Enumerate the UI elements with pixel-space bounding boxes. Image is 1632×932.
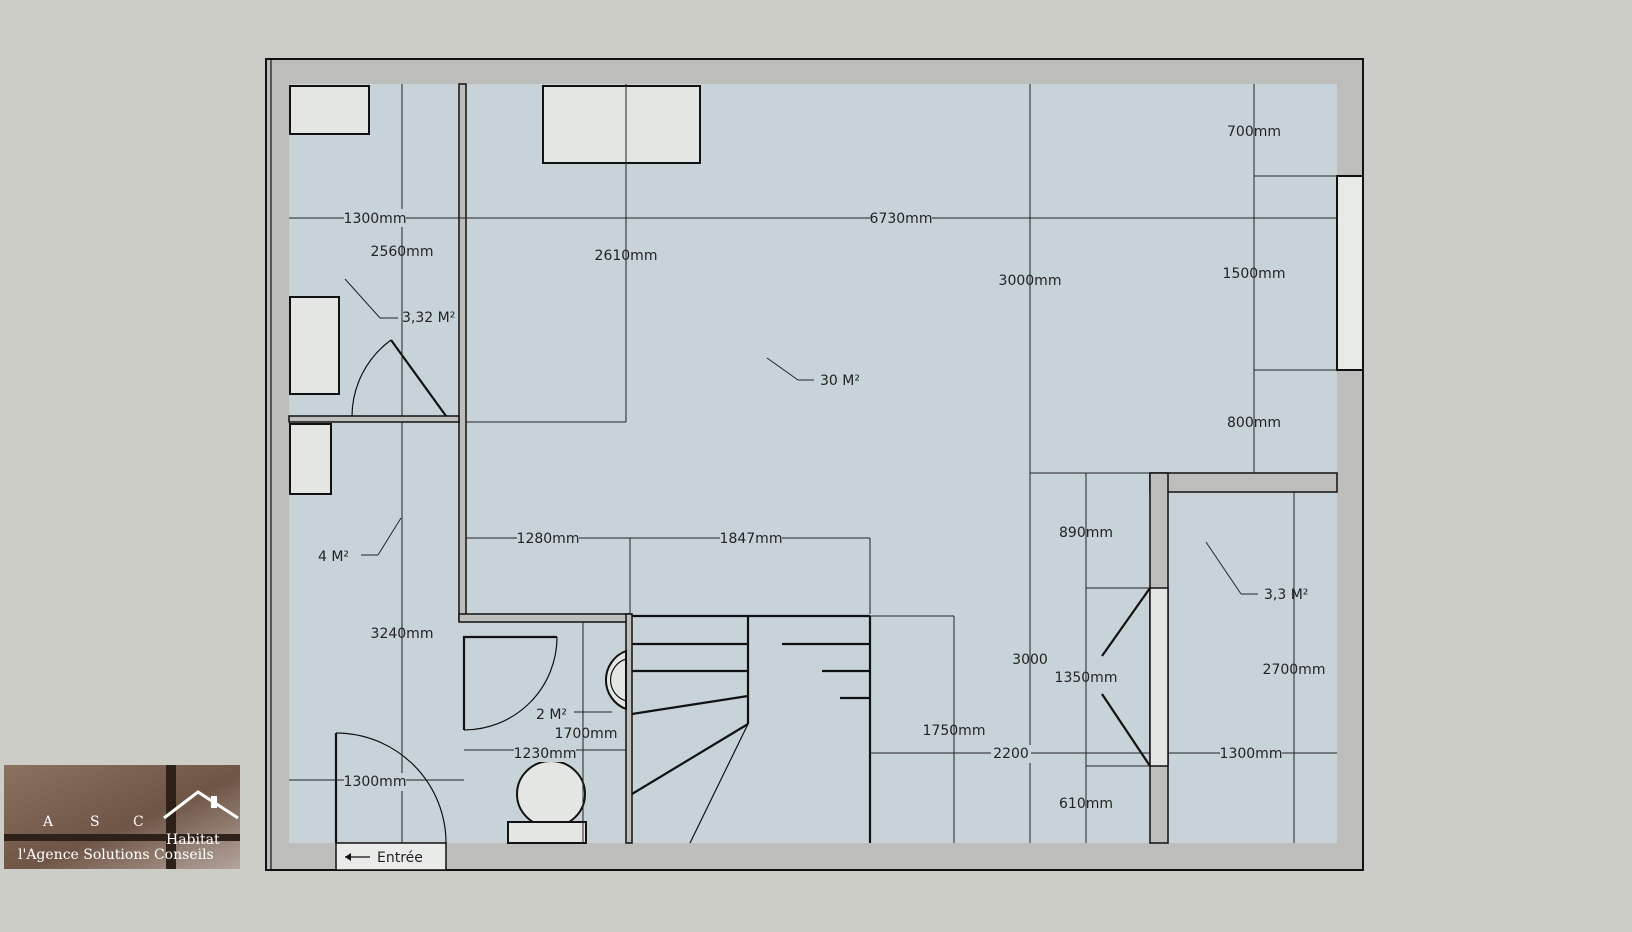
partition-wc-top <box>458 613 632 623</box>
toilet-icon <box>516 760 586 828</box>
dim-1230: 1230mm <box>514 746 577 762</box>
dim-1300-right: 1300mm <box>1220 746 1283 762</box>
dimension-lines <box>289 84 1337 843</box>
door-right-lower <box>1101 693 1151 767</box>
house-chimney-icon <box>211 796 217 808</box>
logo-tagline: l'Agence Solutions Conseils <box>18 847 214 863</box>
dim-610: 610mm <box>1059 796 1113 812</box>
logo-letter-s: S <box>90 814 100 830</box>
partition-wc-right <box>625 613 633 844</box>
fixture-top-center <box>542 85 701 164</box>
dim-1500: 1500mm <box>1223 266 1286 282</box>
dim-1300-bottom: 1300mm <box>344 774 407 790</box>
area-label-closet: 3,32 M² <box>402 310 455 326</box>
fixture-wc-left <box>289 423 332 495</box>
dim-6730: 6730mm <box>870 211 933 227</box>
area-labels: 3,32 M² 30 M² 4 M² 2 M² 3,3 M² <box>318 310 1308 723</box>
door-entrance-swing <box>335 732 447 844</box>
dim-1847: 1847mm <box>720 531 783 547</box>
dim-2700: 2700mm <box>1263 662 1326 678</box>
area-label-wc: 2 M² <box>536 707 567 723</box>
partition-left-horizontal <box>288 415 460 423</box>
fixture-top-left <box>289 85 370 135</box>
logo-bar-horizontal <box>4 834 240 841</box>
dim-3000-plain: 3000 <box>1012 652 1048 668</box>
partition-opening <box>1149 587 1169 767</box>
dim-2200: 2200 <box>993 746 1029 762</box>
dim-1750: 1750mm <box>923 723 986 739</box>
dim-700: 700mm <box>1227 124 1281 140</box>
toilet-tank <box>507 821 587 844</box>
window-right <box>1336 175 1364 371</box>
partition-right-horizontal <box>1149 472 1338 493</box>
dim-800: 800mm <box>1227 415 1281 431</box>
logo: A S C Habitat l'Agence Solutions Conseil… <box>4 765 240 869</box>
staircase <box>631 614 872 844</box>
door-right-upper <box>1101 587 1151 657</box>
logo-bar-vertical <box>166 765 176 869</box>
dim-1700: 1700mm <box>555 726 618 742</box>
logo-brand: Habitat <box>166 832 220 848</box>
fixture-closet-left <box>289 296 340 395</box>
sink-inner <box>610 658 627 702</box>
area-label-room: 3,3 M² <box>1264 587 1308 603</box>
door-wc-frame <box>462 635 557 730</box>
dim-2610: 2610mm <box>595 248 658 264</box>
dim-1350: 1350mm <box>1055 670 1118 686</box>
partition-left-vertical <box>458 83 467 621</box>
door-wc-swing <box>463 636 558 731</box>
house-roof-icon <box>163 790 239 820</box>
door-closet-leaf <box>390 339 447 417</box>
dim-1280: 1280mm <box>517 531 580 547</box>
logo-letter-a: A <box>42 814 54 830</box>
dim-2560: 2560mm <box>371 244 434 260</box>
dimension-labels: 1300mm 6730mm 700mm 2560mm 2610mm 3000mm… <box>344 124 1326 812</box>
dim-3240: 3240mm <box>371 626 434 642</box>
floor-area <box>289 84 1337 843</box>
logo-background <box>4 765 240 869</box>
logo-letter-c: C <box>133 814 144 830</box>
door-closet-swing <box>351 339 392 417</box>
area-label-living: 30 M² <box>820 373 860 389</box>
dim-890: 890mm <box>1059 525 1113 541</box>
sink-icon <box>605 649 627 711</box>
dim-3000-main: 3000mm <box>999 273 1062 289</box>
entrance-label: Entrée <box>377 850 423 866</box>
area-label-hall: 4 M² <box>318 549 349 565</box>
entrance: Entrée <box>345 850 423 866</box>
arrow-left-icon <box>345 853 351 861</box>
dim-1300-top: 1300mm <box>344 211 407 227</box>
